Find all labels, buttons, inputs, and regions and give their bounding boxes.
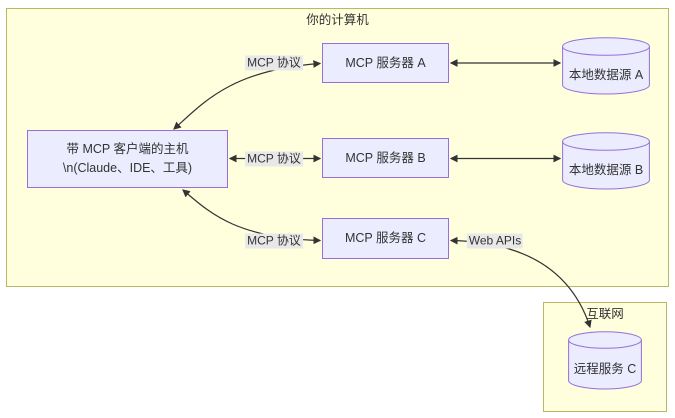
cluster-internet-label: 互联网: [586, 307, 624, 321]
database-cylinder-icon: [562, 37, 650, 95]
node-mcp-server-c: MCP 服务器 C: [322, 218, 449, 259]
node-mcp-server-a: MCP 服务器 A: [322, 43, 449, 83]
node-mcp-server-c-label: MCP 服务器 C: [344, 231, 427, 245]
node-host-label-line2: \n(Claude、IDE、工具): [62, 161, 193, 175]
node-host: 带 MCP 客户端的主机 \n(Claude、IDE、工具): [27, 130, 228, 188]
cluster-your-computer-label: 你的计算机: [306, 13, 369, 27]
edge-label-mcp-protocol-a: MCP 协议: [245, 55, 303, 71]
database-cylinder-icon: [568, 331, 642, 390]
node-datasource-a: 本地数据源 A: [562, 37, 650, 95]
node-datasource-a-label: 本地数据源 A: [568, 67, 644, 82]
edge-label-mcp-protocol-b: MCP 协议: [245, 151, 303, 167]
node-mcp-server-a-label: MCP 服务器 A: [345, 55, 426, 70]
node-datasource-b: 本地数据源 B: [562, 132, 650, 190]
node-remote-service-label: 远程服务 C: [573, 362, 637, 376]
edge-label-mcp-protocol-c: MCP 协议: [245, 233, 303, 249]
database-cylinder-icon: [562, 132, 650, 190]
node-remote-service: 远程服务 C: [568, 331, 642, 390]
node-mcp-server-b-label: MCP 服务器 B: [345, 150, 426, 165]
node-mcp-server-b: MCP 服务器 B: [322, 138, 449, 178]
node-datasource-b-label: 本地数据源 B: [568, 162, 644, 177]
node-host-label-line1: 带 MCP 客户端的主机: [66, 142, 189, 156]
edge-label-web-apis: Web APIs: [466, 233, 524, 249]
